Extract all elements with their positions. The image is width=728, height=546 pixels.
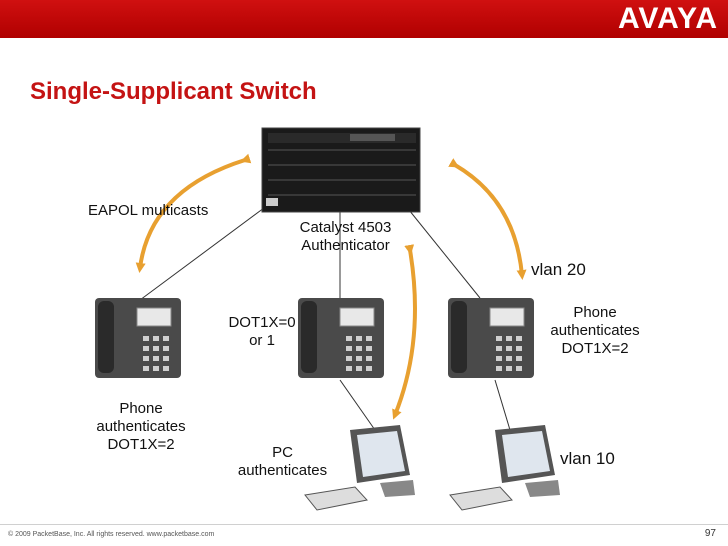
footer-divider: [0, 524, 728, 525]
ip-phone-left-icon: [95, 298, 181, 378]
phone-right-line2: authenticates: [550, 322, 640, 339]
link-right-phone-pc: [494, 379, 511, 431]
link-switch-right-phone: [404, 204, 481, 299]
phone-right-line3: DOT1X=2: [561, 340, 629, 357]
eapol-label: EAPOL multicasts: [88, 202, 209, 219]
phone-left-line3: DOT1X=2: [107, 436, 175, 453]
pc-line2: authenticates: [237, 462, 328, 479]
phone-left-label: Phone authenticates DOT1X=2: [86, 400, 196, 454]
arrow-eapol: [135, 153, 252, 273]
header-bar: AVAYA: [0, 0, 728, 38]
avaya-logo: AVAYA: [617, 2, 718, 35]
pc-right-icon: [449, 425, 560, 511]
dot1x-center-line2: or 1: [249, 332, 275, 349]
phone-left-line1: Phone: [119, 400, 163, 417]
dot1x-center-line1: DOT1X=0: [228, 314, 296, 331]
page-number: 97: [704, 528, 716, 539]
arrow-pc-auth: [392, 244, 417, 420]
vlan10-label: vlan 10: [560, 449, 615, 468]
arrow-vlan20: [448, 158, 527, 280]
footer-copyright: © 2009 PacketBase, Inc. All rights reser…: [8, 531, 215, 538]
switch-label-line2: Authenticator: [301, 237, 390, 254]
catalyst-switch-icon: [261, 127, 421, 213]
pc-line1: PC: [272, 444, 293, 461]
phone-left-line2: authenticates: [96, 418, 186, 435]
slide-title: Single-Supplicant Switch: [30, 78, 317, 105]
pc-center-icon: [304, 425, 415, 511]
pc-label: PC authenticates: [230, 444, 335, 480]
switch-label-line1: Catalyst 4503: [299, 219, 392, 236]
phone-right-line1: Phone: [573, 304, 617, 321]
phone-right-label: Phone authenticates DOT1X=2: [540, 304, 650, 358]
vlan20-label: vlan 20: [531, 260, 586, 279]
ip-phone-right-icon: [448, 298, 534, 378]
link-center-phone-pc: [339, 379, 376, 431]
ip-phone-center-icon: [298, 298, 384, 378]
switch-label: Catalyst 4503 Authenticator: [288, 219, 403, 255]
dot1x-center-label: DOT1X=0 or 1: [222, 314, 302, 350]
